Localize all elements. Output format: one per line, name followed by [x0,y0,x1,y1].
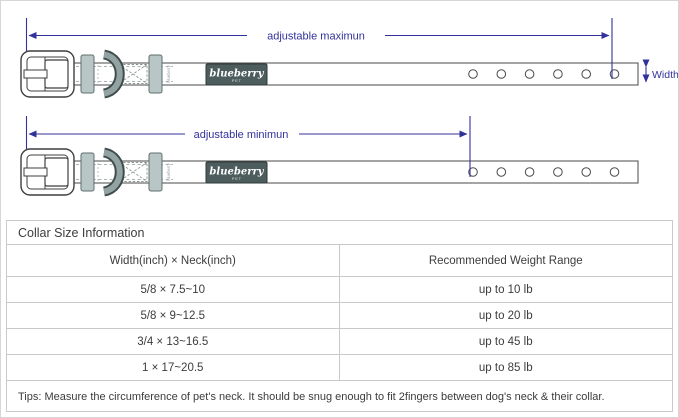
table-header-row: Width(inch) × Neck(inch) Recommended Wei… [7,245,672,277]
table-row: 3/4 × 13~16.5 up to 45 lb [7,329,672,355]
table-row: 1 × 17~20.5 up to 85 lb [7,355,672,381]
size-cell: 1 × 17~20.5 [7,355,340,380]
min-label: adjustable minimun [194,129,289,141]
size-cell: 3/4 × 13~16.5 [7,329,340,354]
weight-cell: up to 85 lb [478,361,533,374]
max-label: adjustable maximun [267,31,365,43]
collar-top [21,51,638,97]
weight-cell: up to 45 lb [478,335,533,348]
collar-size-table: Collar Size Information Width(inch) × Ne… [6,220,673,412]
collar-diagram: blueberry blueberry PET [1,1,679,215]
tips-note: Tips: Measure the circumference of pet's… [18,391,605,403]
table-row: 5/8 × 7.5~10 up to 10 lb [7,277,672,303]
header-weight-column: Recommended Weight Range [428,254,583,267]
size-cell: 5/8 × 9~12.5 [7,303,340,328]
table-title: Collar Size Information [7,221,672,245]
header-size-column: Width(inch) × Neck(inch) [7,245,340,276]
width-annotation: Width [642,59,679,83]
weight-cell: up to 20 lb [478,309,533,322]
min-annotation: adjustable minimun [25,116,471,177]
collar-diagram-svg: blueberry blueberry PET [1,18,679,215]
table-row: 5/8 × 9~12.5 up to 20 lb [7,303,672,329]
width-label: Width [652,69,679,81]
max-annotation: adjustable maximun [25,18,613,79]
collar-bottom [21,149,638,195]
weight-cell: up to 10 lb [478,283,533,296]
size-cell: 5/8 × 7.5~10 [7,277,340,302]
